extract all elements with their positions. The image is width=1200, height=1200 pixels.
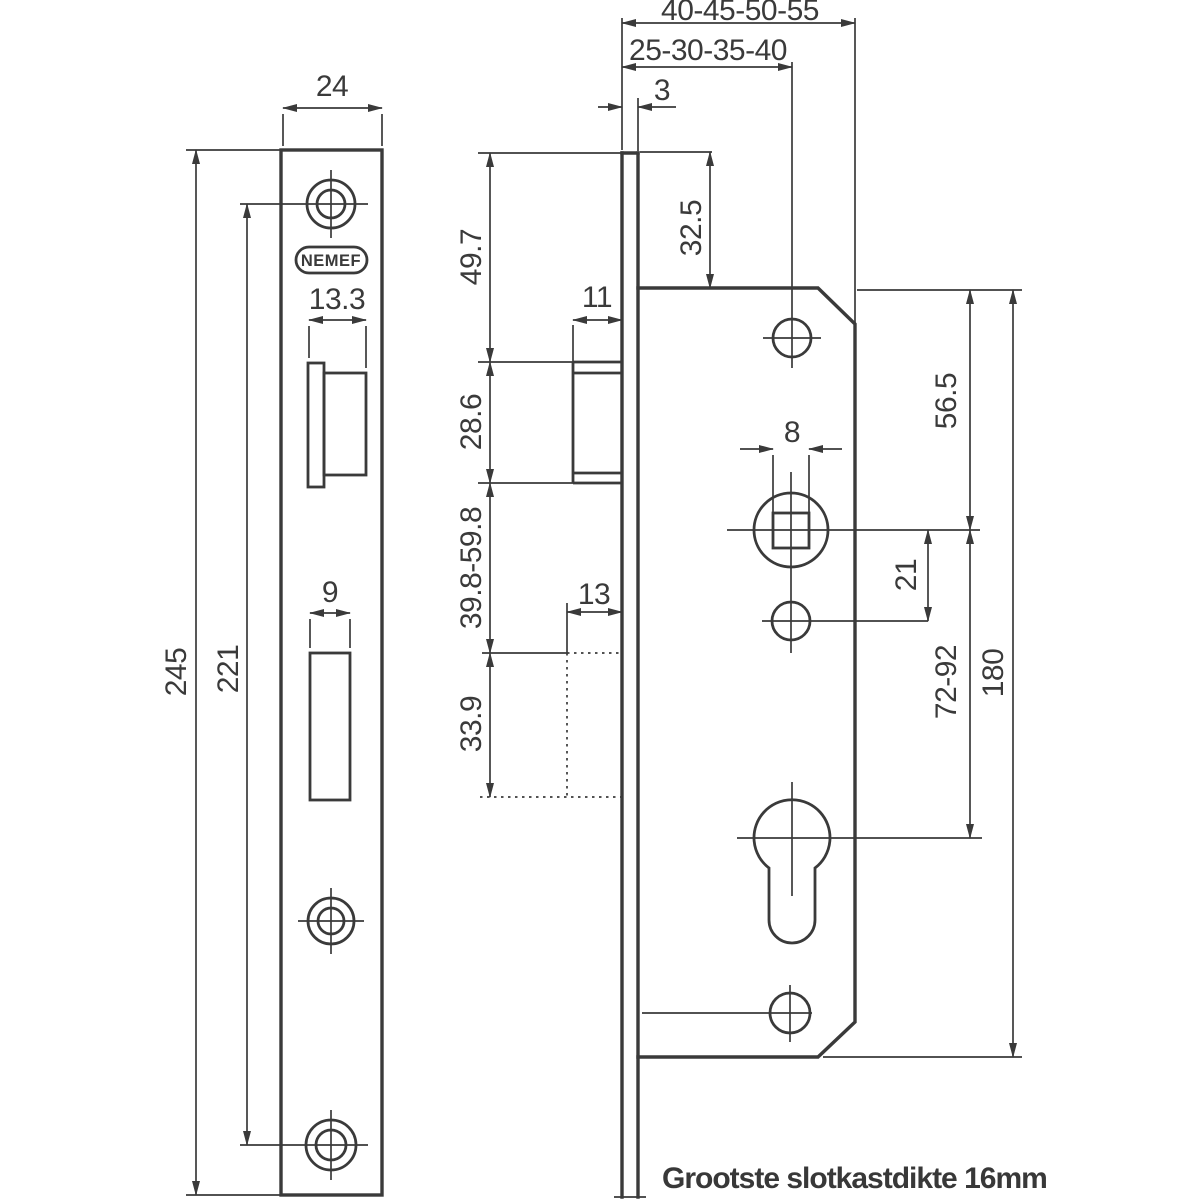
side-view: 3 49.7 28.6 39.8-59.8 33.9 xyxy=(455,18,676,1199)
svg-text:21: 21 xyxy=(890,559,923,591)
svg-text:180: 180 xyxy=(977,649,1010,698)
nemef-logo: NEMEF xyxy=(294,245,369,275)
svg-text:3: 3 xyxy=(654,74,670,107)
faceplate-edge xyxy=(614,151,646,1199)
dim-spindle-square: 8 xyxy=(740,416,842,512)
dim-latch-height: 28.6 xyxy=(455,361,573,484)
brand-label: NEMEF xyxy=(301,252,361,270)
faceplate-outline xyxy=(279,148,384,1197)
dim-top-to-spindle: 56.5 xyxy=(857,289,1022,531)
dim-backset-options: 25-30-35-40 xyxy=(621,34,793,71)
svg-text:221: 221 xyxy=(212,645,245,694)
deadbolt-front xyxy=(308,651,352,802)
svg-text:28.6: 28.6 xyxy=(455,394,488,450)
dim-case-height: 180 xyxy=(823,289,1022,1058)
dim-faceplate-height: 245 xyxy=(160,149,281,1196)
svg-text:13: 13 xyxy=(578,578,610,611)
latch-side xyxy=(571,360,622,485)
svg-text:8: 8 xyxy=(784,416,800,449)
dim-latch-to-deadbolt-range: 39.8-59.8 xyxy=(455,482,494,654)
svg-text:40-45-50-55: 40-45-50-55 xyxy=(661,0,819,27)
front-view: NEMEF 24 xyxy=(160,70,384,1197)
svg-text:11: 11 xyxy=(582,281,612,314)
svg-text:25-30-35-40: 25-30-35-40 xyxy=(629,34,787,67)
dim-screw-spacing: 221 xyxy=(212,203,251,1146)
dim-case-depth-options: 40-45-50-55 xyxy=(621,0,856,323)
screw-hole-bottom xyxy=(240,1110,368,1180)
dim-latch-cutout-width: 13.3 xyxy=(308,283,367,368)
case-screw-hole-bottom xyxy=(642,985,812,1042)
svg-text:9: 9 xyxy=(322,576,338,609)
nemef-logo-outline xyxy=(294,245,369,275)
svg-text:49.7: 49.7 xyxy=(455,229,488,285)
svg-text:72-92: 72-92 xyxy=(930,645,963,719)
dim-top-to-latch: 49.7 xyxy=(455,152,622,363)
svg-text:245: 245 xyxy=(160,648,193,697)
lock-case-outline xyxy=(636,286,857,1059)
dim-deadbolt-cutout-width: 9 xyxy=(309,576,351,648)
dim-faceplate-thickness: 3 xyxy=(598,18,676,151)
dim-spindle-to-cylinder-range: 72-92 xyxy=(930,529,974,839)
note-max-case-thickness: Grootste slotkastdikte 16mm xyxy=(662,1162,1047,1195)
svg-text:13.3: 13.3 xyxy=(309,283,365,316)
case-screw-hole-top xyxy=(763,62,821,368)
screw-hole-top xyxy=(240,170,368,238)
case-view: 40-45-50-55 25-30-35-40 32.5 8 56.5 xyxy=(621,0,1022,1059)
mounting-hole-small xyxy=(762,600,928,642)
dim-deadbolt-projection: 13 xyxy=(566,578,623,653)
svg-text:56.5: 56.5 xyxy=(930,373,963,429)
dim-spindle-to-hole: 21 xyxy=(890,529,932,622)
svg-text:24: 24 xyxy=(316,70,348,103)
dim-top-offset: 32.5 xyxy=(640,151,714,289)
svg-text:39.8-59.8: 39.8-59.8 xyxy=(455,507,488,629)
latch-front xyxy=(306,361,368,489)
dim-deadbolt-height: 33.9 xyxy=(455,652,494,798)
spindle-hole xyxy=(727,472,980,653)
dim-faceplate-width: 24 xyxy=(282,70,383,146)
dim-latch-projection: 11 xyxy=(572,281,623,362)
svg-text:32.5: 32.5 xyxy=(675,200,708,256)
screw-hole-middle xyxy=(298,888,364,954)
cylinder-hole xyxy=(737,782,982,945)
svg-text:33.9: 33.9 xyxy=(455,696,488,752)
deadbolt-side-hidden xyxy=(480,652,622,798)
